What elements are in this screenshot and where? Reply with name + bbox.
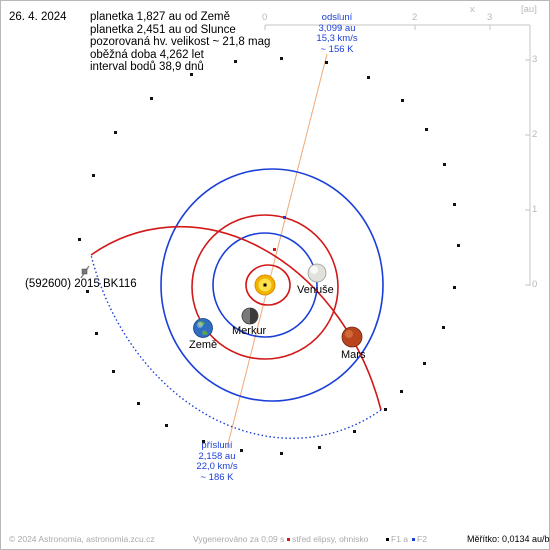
orbit-point <box>443 163 446 166</box>
info-panel: planetka 1,827 au od Země planetka 2,451… <box>90 11 270 74</box>
orbit-point <box>453 286 456 289</box>
orbit-point <box>280 57 283 60</box>
center-legend-swatch <box>287 538 290 542</box>
earth-label: Země <box>189 339 218 351</box>
orbital-period: oběžná doba 4,262 let <box>90 48 204 61</box>
orbit-point <box>92 174 95 177</box>
ellipse-center-marker <box>273 248 276 251</box>
f2-legend-swatch <box>412 538 415 542</box>
venus-orbit <box>212 232 318 338</box>
perihelion-title: přísluní <box>201 440 233 451</box>
aphelion-distance: 3,099 au <box>318 22 356 34</box>
aphelion-note: odsluní 3,099 au 15,3 km/s ~ 156 K <box>316 12 358 55</box>
f1-legend-text: F1 a <box>391 534 409 544</box>
x-tick-label: 0 <box>262 12 268 23</box>
aphelion-title: odsluní <box>321 12 353 23</box>
scale-label: Měřítko: 0,0134 au/bod <box>467 534 550 544</box>
asteroid-orbit-above <box>90 225 382 411</box>
perihelion-temp: ~ 186 K <box>200 471 234 483</box>
orbit-point <box>86 290 89 293</box>
venus-label: Venuše <box>297 284 334 296</box>
orbit-point <box>137 402 140 405</box>
orbit-point <box>401 99 404 102</box>
mars-orbit <box>160 168 384 402</box>
orbit-point <box>190 73 193 76</box>
orbit-point <box>423 362 426 365</box>
orbit-point <box>442 326 445 329</box>
orbit-point <box>114 131 117 134</box>
sun <box>254 274 276 296</box>
y-tick-label: 2 <box>532 129 538 140</box>
center-legend-text: střed elipsy, ohnisko <box>292 534 369 544</box>
center-legend: střed elipsy, ohnisko <box>287 534 368 544</box>
date-label: 26. 4. 2024 <box>9 11 67 23</box>
sun-distance: planetka 2,451 au od Slunce <box>90 23 236 36</box>
mercury-icon <box>241 307 259 325</box>
mercury-orbit <box>245 264 291 306</box>
f2-legend: F2 <box>412 534 427 544</box>
f1-legend-swatch <box>386 538 389 542</box>
axes <box>264 24 531 286</box>
focus-f2-marker <box>283 216 286 219</box>
asteroid-icon <box>80 265 90 279</box>
f2-legend-text: F2 <box>417 534 427 544</box>
mercury-label: Merkur <box>232 325 267 337</box>
orbit-point <box>240 449 243 452</box>
orbit-point <box>165 424 168 427</box>
x-axis-name: x <box>470 4 475 15</box>
point-interval: interval bodů 38,9 dnů <box>90 61 204 73</box>
orbit-point <box>367 76 370 79</box>
orbit-point <box>353 430 356 433</box>
orbit-point <box>95 332 98 335</box>
generated-time: Vygenerováno za 0,09 s <box>193 534 285 544</box>
f1-legend: F1 a <box>386 534 408 544</box>
perihelion-note: přísluní 2,158 au 22,0 km/s ~ 186 K <box>196 440 238 483</box>
aphelion-speed: 15,3 km/s <box>316 33 358 44</box>
aphelion-temp: ~ 156 K <box>320 43 354 55</box>
perihelion-distance: 2,158 au <box>198 450 236 462</box>
y-tick-label: 1 <box>532 204 538 215</box>
orbit-point <box>234 60 237 63</box>
unit-label: [au] <box>521 4 537 15</box>
orbit-point <box>457 244 460 247</box>
earth-icon <box>193 318 213 338</box>
orbit-point <box>325 61 328 64</box>
x-tick-label: 1 <box>337 12 343 23</box>
orbit-point <box>280 452 283 455</box>
y-tick-label: 0 <box>532 279 538 290</box>
orbit-point <box>202 440 205 443</box>
mars-icon <box>341 326 363 348</box>
y-tick-label: 3 <box>532 54 538 65</box>
x-tick-label: 3 <box>487 12 493 23</box>
x-tick-label: 2 <box>412 12 418 23</box>
orbit-point <box>318 446 321 449</box>
orbit-point <box>400 390 403 393</box>
orbit-point <box>384 408 387 411</box>
magnitude: pozorovaná hv. velikost ~ 21,8 mag <box>90 36 271 48</box>
orbit-point <box>150 97 153 100</box>
copyright: © 2024 Astronomia, astronomia.zcu.cz <box>9 534 155 544</box>
earth-distance: planetka 1,827 au od Země <box>90 11 231 23</box>
orbit-point <box>78 238 81 241</box>
orbit-point <box>453 203 456 206</box>
asteroid-orbit-below <box>90 254 382 439</box>
perihelion-speed: 22,0 km/s <box>196 461 238 472</box>
orbit-point <box>425 128 428 131</box>
mars-label: Mars <box>341 349 366 361</box>
orbit-point <box>112 370 115 373</box>
venus-icon <box>307 263 327 283</box>
earth-orbit <box>191 214 339 360</box>
line-of-apsides <box>226 53 328 449</box>
object-name: (592600) 2015 BK116 <box>25 278 137 290</box>
